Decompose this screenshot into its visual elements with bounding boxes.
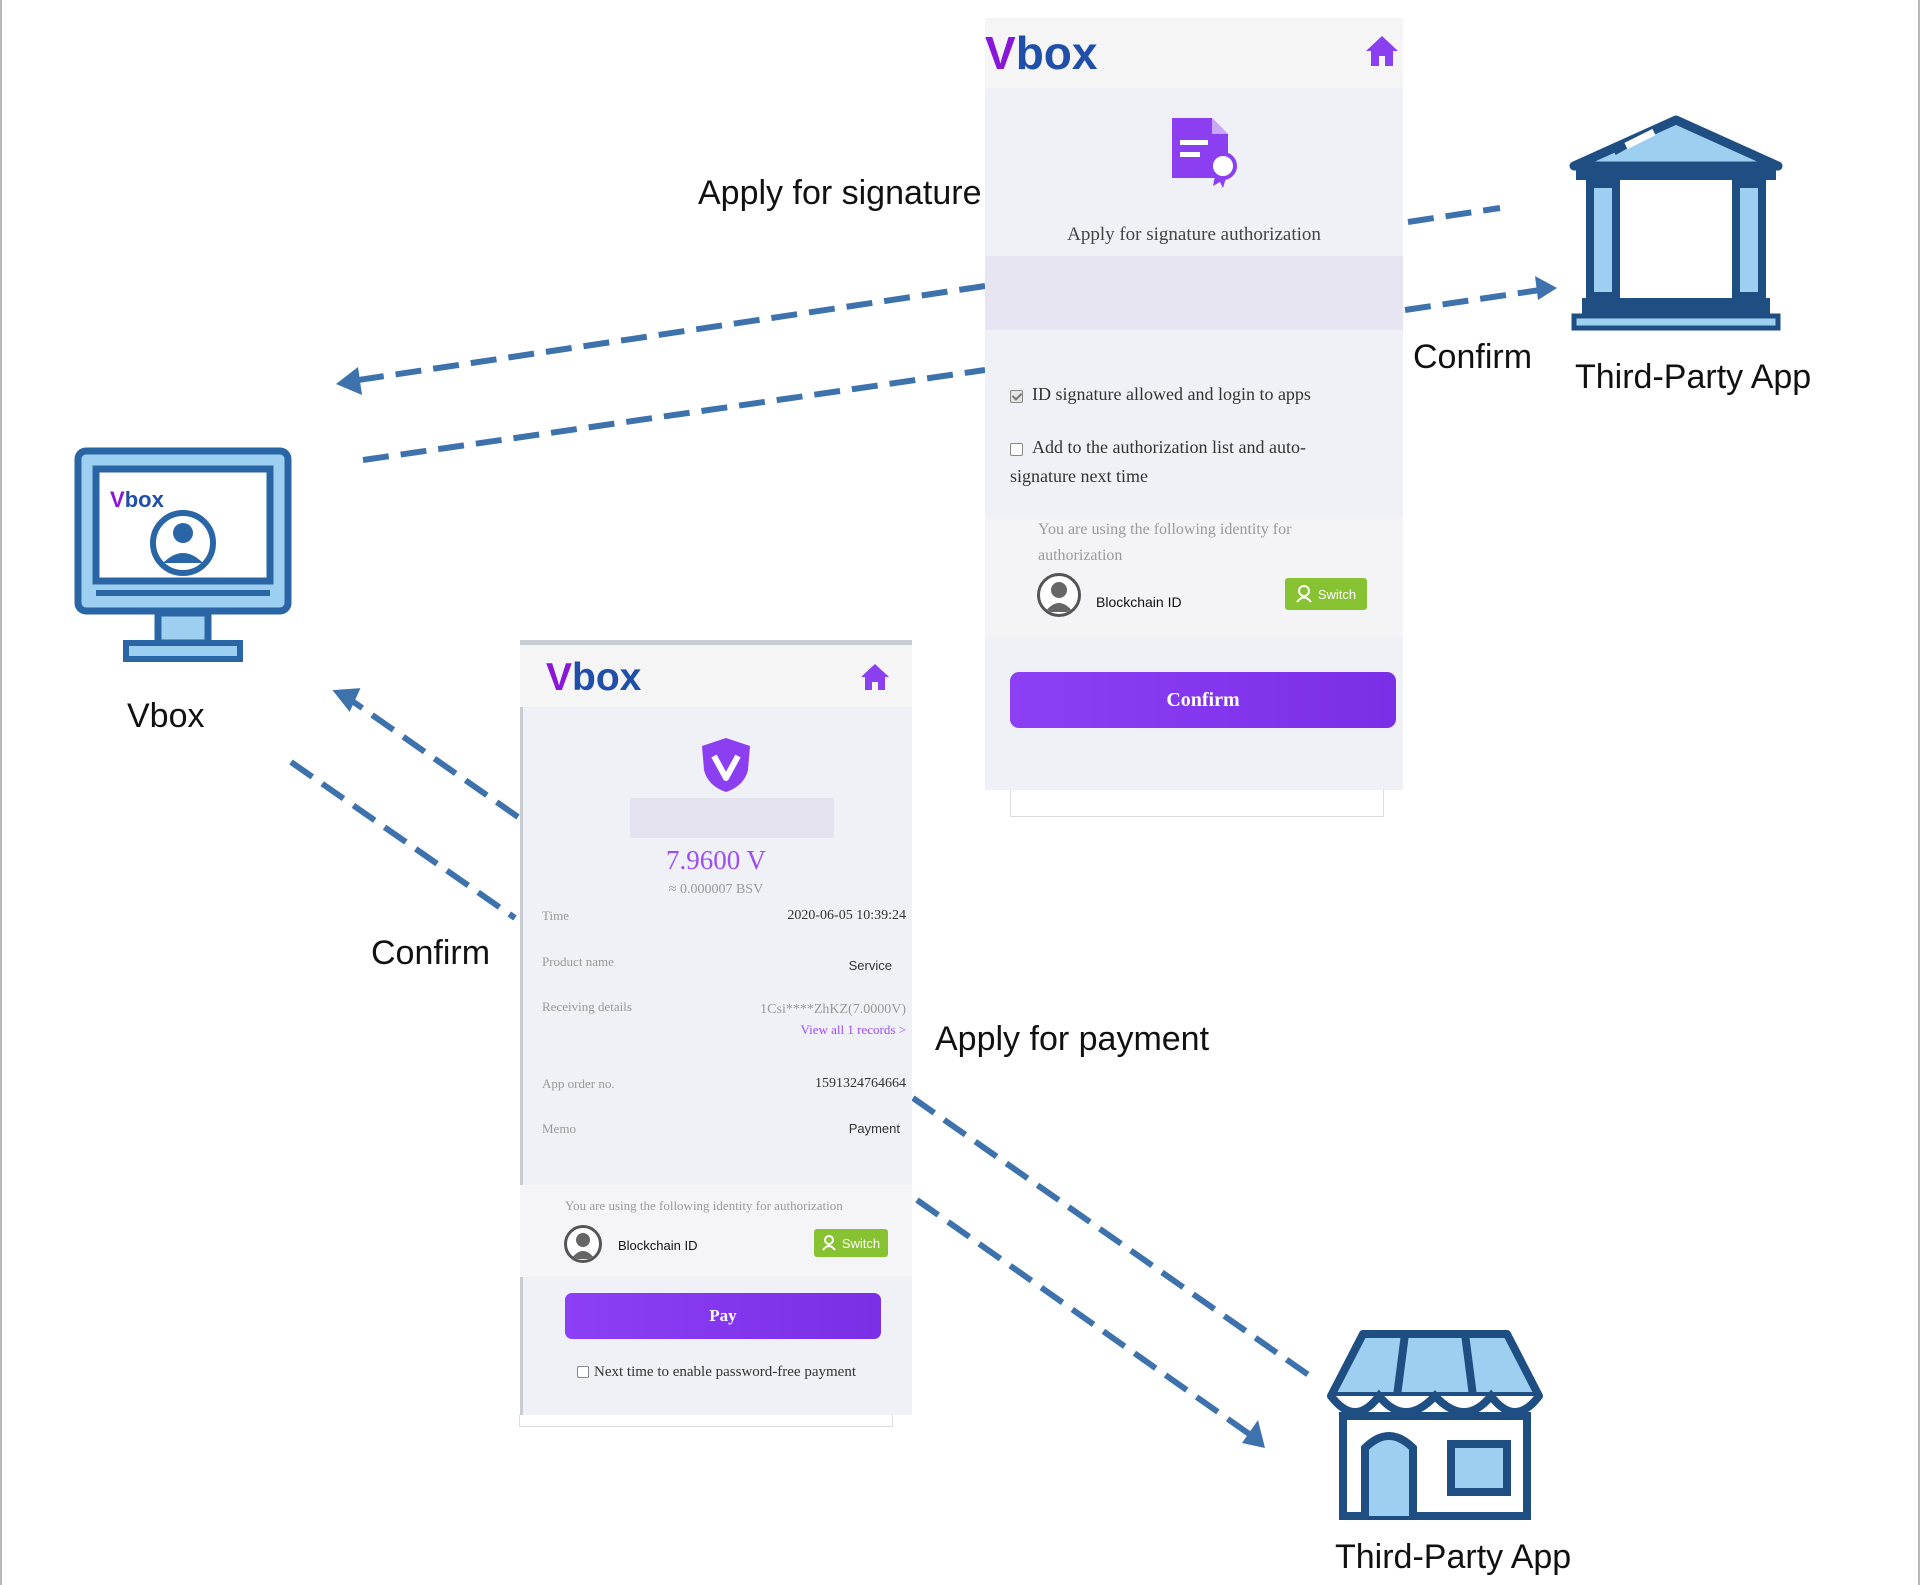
payment-identity-avatar (564, 1225, 602, 1263)
computer-screen-logo: Vbox (110, 487, 164, 512)
option-auto-signature-label-line1: Add to the authorization list and auto- (1032, 437, 1306, 457)
arrowhead-vbox-top (336, 367, 362, 395)
payment-empty-band (630, 798, 834, 838)
row-product-label: Product name (542, 954, 614, 969)
arrow-vbox-to-payment (289, 759, 517, 921)
signature-authorization-panel: Vbox Apply for signature authorization I… (985, 18, 1403, 790)
signature-identity-hint-line2: authorization (1038, 547, 1123, 564)
row-time-label: Time (542, 908, 569, 923)
option-id-signature-label: ID signature allowed and login to apps (1032, 384, 1311, 404)
frame-left-border (0, 0, 2, 1585)
password-free-label: Next time to enable password-free paymen… (594, 1364, 856, 1380)
signature-identity-name: Blockchain ID (1096, 594, 1182, 610)
arrow-vbox-to-panel (362, 367, 986, 463)
payment-amount-bsv: ≈ 0.000007 BSV (668, 882, 764, 897)
arrowhead-shop (1242, 1420, 1265, 1448)
payment-panel: Vbox 7.9600 V ≈ 0.000007 BSV Time 2020-0… (520, 640, 912, 1415)
payment-identity-hint: You are using the following identity for… (565, 1198, 843, 1213)
view-all-records-link[interactable]: View all 1 records > (800, 1022, 906, 1037)
frame-right-border (1918, 0, 1920, 1585)
signature-confirm-button[interactable]: Confirm (1010, 672, 1396, 728)
signature-panel-shadow-card (1010, 790, 1384, 817)
row-memo-value: Payment (848, 1121, 900, 1136)
row-order-value: 1591324764664 (815, 1076, 906, 1091)
signature-empty-band (985, 256, 1403, 330)
label-apply-for-signature: Apply for signature (698, 174, 982, 212)
signature-panel-logo: Vbox (985, 27, 1098, 79)
arrowhead-vbox-bottom (332, 688, 361, 712)
pay-button[interactable]: Pay (565, 1293, 881, 1339)
row-product-value: Service (848, 958, 892, 973)
payment-panel-shadow-card (519, 1415, 893, 1427)
password-free-checkbox[interactable] (577, 1366, 589, 1378)
row-memo-label: Memo (542, 1121, 576, 1136)
option-id-signature-checkbox[interactable] (1010, 390, 1023, 403)
signature-panel-title: Apply for signature authorization (1067, 224, 1321, 245)
label-apply-for-payment: Apply for payment (935, 1020, 1210, 1058)
shop-icon (1327, 1330, 1543, 1520)
payment-identity-name: Blockchain ID (618, 1238, 698, 1253)
arrow-payment-to-vbox (343, 693, 520, 820)
label-confirm-top: Confirm (1413, 338, 1533, 376)
arrow-payment-to-shop (911, 1095, 1312, 1379)
label-vbox: Vbox (127, 697, 205, 735)
signature-panel-header (985, 18, 1403, 88)
option-auto-signature-label-line2: signature next time (1010, 466, 1148, 486)
arrow-shop-to-payment (915, 1197, 1254, 1439)
payment-panel-header (520, 645, 912, 707)
vbox-shield-icon (702, 738, 750, 792)
computer-icon: Vbox (74, 447, 292, 667)
certificate-icon (1172, 118, 1237, 188)
signature-identity-avatar (1037, 573, 1081, 617)
payment-panel-left-edge (520, 640, 523, 1415)
row-receiving-value: 1Csi****ZhKZ(7.0000V) (760, 1002, 906, 1017)
home-icon[interactable] (1365, 34, 1399, 68)
row-receiving-label: Receiving details (542, 999, 632, 1014)
label-third-party-app-top: Third-Party App (1575, 358, 1812, 396)
arrowhead-thirdparty (1535, 276, 1557, 300)
bank-icon (1569, 115, 1783, 331)
arrow-signature-to-thirdparty-top (1407, 205, 1501, 225)
payment-switch-button[interactable]: Switch (814, 1229, 888, 1257)
switch-user-icon (1296, 585, 1312, 603)
row-time-value: 2020-06-05 10:39:24 (787, 908, 906, 923)
arrow-panel-to-vbox (344, 283, 986, 385)
row-order-label: App order no. (542, 1076, 615, 1091)
payment-home-icon[interactable] (860, 662, 890, 692)
option-auto-signature-checkbox[interactable] (1010, 443, 1023, 456)
label-third-party-app-bottom: Third-Party App (1335, 1538, 1572, 1576)
arrow-confirm-to-thirdparty (1404, 287, 1541, 313)
payment-panel-logo: Vbox (546, 656, 642, 699)
payment-panel-top-edge (520, 640, 912, 645)
signature-switch-button[interactable]: Switch (1285, 578, 1367, 610)
label-confirm-left: Confirm (371, 934, 491, 972)
payment-amount: 7.9600 V (665, 845, 766, 875)
signature-identity-hint-line1: You are using the following identity for (1038, 521, 1292, 538)
payment-switch-user-icon (822, 1235, 836, 1251)
